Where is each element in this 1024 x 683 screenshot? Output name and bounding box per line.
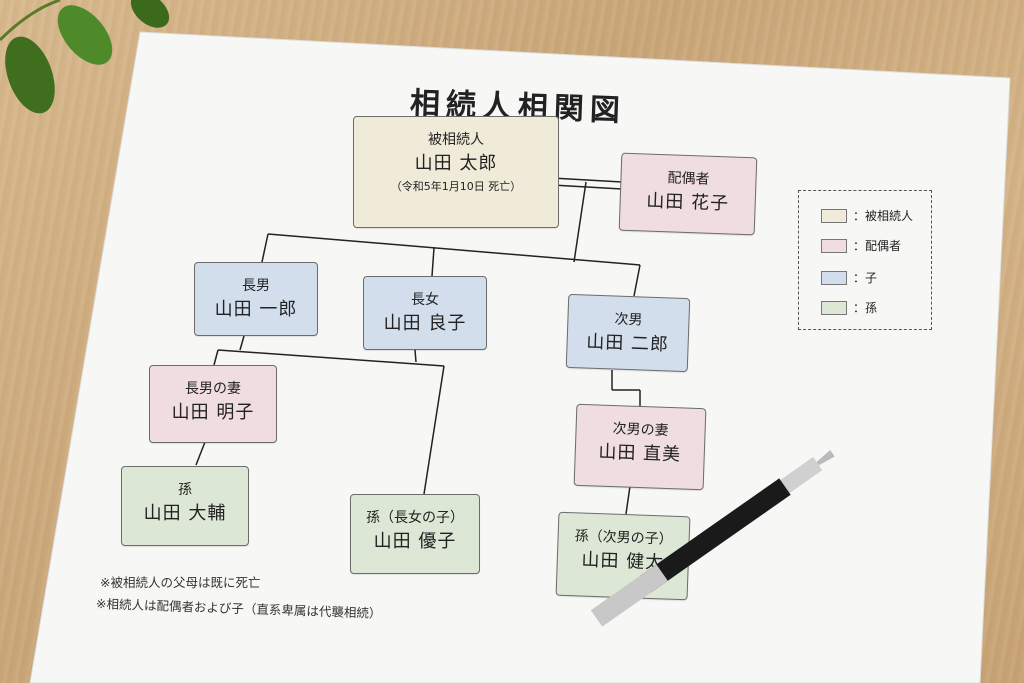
child-role: 長男: [242, 278, 270, 294]
footnote-1: ※被相続人の父母は既に死亡: [100, 575, 261, 590]
legend-label: ：配偶者: [853, 239, 902, 253]
legend: ：被相続人 ：配偶者 ：子 ：孫: [798, 190, 932, 330]
legend-label: ：孫: [853, 301, 878, 315]
child-role: 長女: [411, 292, 439, 308]
child-box-eldest-son: 長男 山田 一郎: [194, 262, 318, 336]
legend-label: ：被相続人: [853, 209, 914, 223]
legend-swatch: [821, 238, 847, 253]
plant-leaves: [0, 0, 170, 114]
grandchild-name: 山田 優子: [373, 531, 457, 552]
child-name: 山田 一郎: [214, 299, 298, 320]
legend-item-child: ：子: [821, 269, 877, 286]
deceased-role: 被相続人: [428, 132, 484, 148]
deceased-name: 山田 太郎: [414, 153, 498, 174]
grandchild-name: 山田 大輔: [143, 503, 227, 524]
in-law-box-eldest-son-wife: 長男の妻 山田 明子: [149, 365, 277, 443]
legend-swatch: [821, 300, 847, 315]
in-law-name: 山田 明子: [171, 402, 255, 423]
legend-item-deceased: ：被相続人: [821, 207, 913, 224]
in-law-role: 長男の妻: [185, 381, 241, 397]
legend-item-grandchild: ：孫: [821, 299, 877, 316]
legend-swatch: [821, 208, 847, 223]
deceased-box: 被相続人 山田 太郎 （令和5年1月10日 死亡）: [353, 116, 559, 228]
grandchild-role: 孫（長女の子）: [366, 510, 464, 526]
child-name: 山田 良子: [383, 313, 467, 334]
legend-swatch: [821, 270, 847, 285]
grandchild-role: 孫: [178, 482, 192, 498]
legend-item-spouse: ：配偶者: [821, 237, 901, 254]
legend-label: ：子: [853, 271, 878, 285]
child-box-eldest-daughter: 長女 山田 良子: [363, 276, 487, 350]
grandchild-box-1: 孫 山田 大輔: [121, 466, 249, 546]
grandchild-box-2: 孫（長女の子） 山田 優子: [350, 494, 480, 574]
deceased-note: （令和5年1月10日 死亡）: [390, 180, 522, 193]
